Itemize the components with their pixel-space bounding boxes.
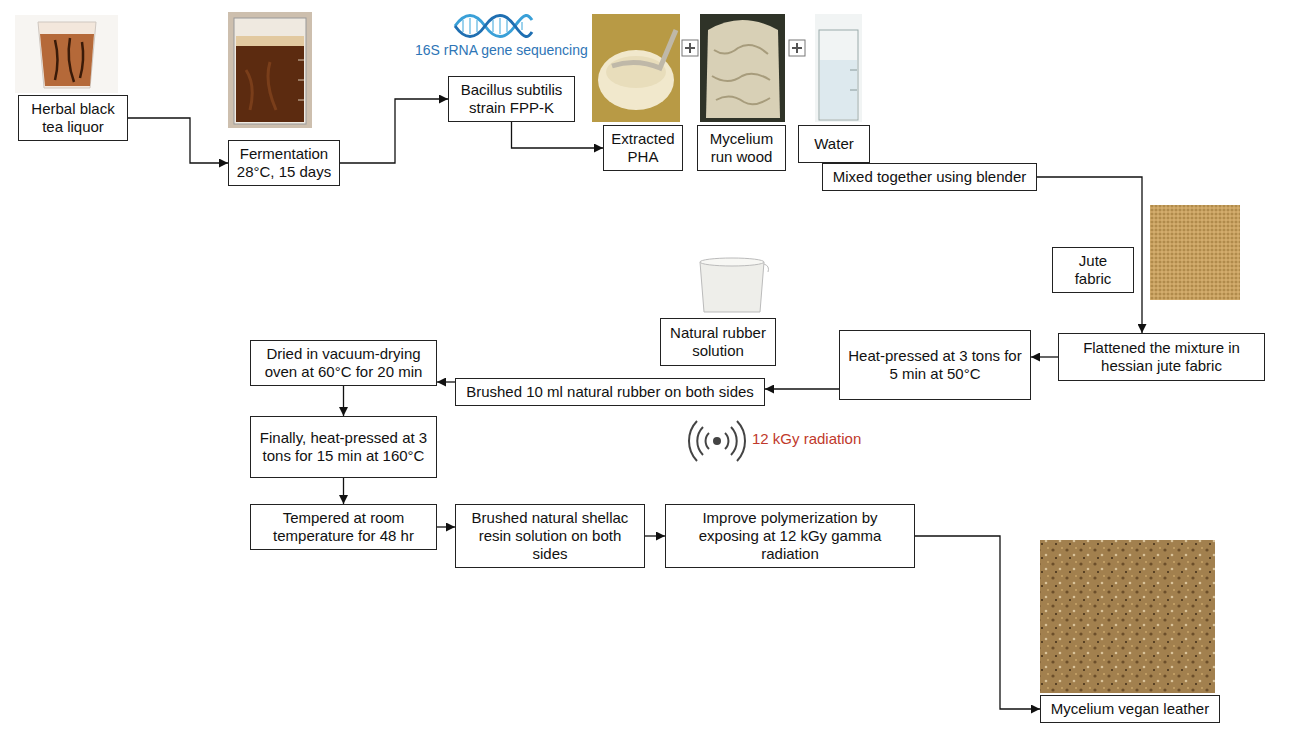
process-box: Flattened the mixture in hessian jute fa… bbox=[1058, 333, 1265, 381]
process-box: Brushed 10 ml natural rubber on both sid… bbox=[455, 378, 765, 406]
box-text: Bacillus subtilis strain FPP-K bbox=[455, 81, 568, 117]
box-text: Mycelium run wood bbox=[704, 130, 779, 166]
process-box: Mycelium vegan leather bbox=[1040, 695, 1220, 723]
plus-symbol bbox=[789, 40, 805, 56]
process-box: Jute fabric bbox=[1052, 247, 1134, 293]
box-text: Finally, heat-pressed at 3 tons for 15 m… bbox=[257, 429, 430, 465]
flow-arrow bbox=[128, 118, 228, 163]
box-text: Mycelium vegan leather bbox=[1051, 700, 1209, 718]
process-box: Bacillus subtilis strain FPP-K bbox=[448, 76, 575, 122]
rubber-beaker-photo bbox=[700, 258, 769, 312]
mycelium-wood-photo bbox=[700, 14, 785, 122]
process-box: Extracted PHA bbox=[603, 125, 683, 171]
flow-arrow bbox=[437, 381, 455, 382]
box-text: Improve polymerization by exposing at 12… bbox=[672, 509, 908, 563]
dna-icon bbox=[455, 15, 532, 36]
leather-photo bbox=[1040, 540, 1215, 693]
process-box: Finally, heat-pressed at 3 tons for 15 m… bbox=[250, 416, 437, 478]
box-text: Herbal black tea liquor bbox=[25, 100, 121, 136]
process-box: Brushed natural shellac resin solution o… bbox=[455, 504, 645, 568]
box-text: Jute fabric bbox=[1059, 252, 1127, 288]
flow-arrow bbox=[340, 99, 448, 163]
box-text: Dried in vacuum-drying oven at 60°C for … bbox=[257, 345, 430, 381]
box-text: Water bbox=[814, 135, 853, 153]
flow-arrow bbox=[343, 386, 344, 416]
flow-arrow bbox=[1037, 177, 1142, 333]
process-box: Fermentation 28°C, 15 days bbox=[228, 140, 340, 186]
pha-photo bbox=[592, 14, 680, 122]
box-text: Brushed natural shellac resin solution o… bbox=[462, 509, 638, 563]
radiation-icon bbox=[689, 421, 745, 461]
process-box: Dried in vacuum-drying oven at 60°C for … bbox=[250, 340, 437, 386]
annotation-label: 12 kGy radiation bbox=[752, 430, 861, 448]
box-text: Brushed 10 ml natural rubber on both sid… bbox=[466, 383, 754, 401]
flow-arrow bbox=[1031, 356, 1058, 357]
box-text: Fermentation 28°C, 15 days bbox=[235, 145, 333, 181]
process-box: Herbal black tea liquor bbox=[18, 95, 128, 141]
water-beaker-photo bbox=[815, 14, 862, 122]
box-text: Mixed together using blender bbox=[833, 168, 1026, 186]
box-text: Extracted PHA bbox=[610, 130, 676, 166]
process-box: Improve polymerization by exposing at 12… bbox=[665, 504, 915, 568]
box-text: Heat-pressed at 3 tons for 5 min at 50°C bbox=[846, 347, 1024, 383]
jute-fabric-photo bbox=[1150, 205, 1240, 300]
process-box: Heat-pressed at 3 tons for 5 min at 50°C bbox=[839, 330, 1031, 400]
process-box: Mixed together using blender bbox=[822, 163, 1037, 191]
flow-arrow bbox=[765, 388, 839, 389]
process-box: Tempered at room temperature for 48 hr bbox=[250, 504, 437, 550]
flow-arrow bbox=[915, 536, 1040, 709]
process-box: Natural rubber solution bbox=[660, 318, 776, 366]
flow-arrow bbox=[343, 478, 344, 504]
process-box: Mycelium run wood bbox=[697, 125, 786, 171]
box-text: Flattened the mixture in hessian jute fa… bbox=[1065, 339, 1258, 375]
flow-arrow bbox=[437, 526, 455, 527]
flow-arrow bbox=[512, 122, 604, 148]
process-box: Water bbox=[798, 125, 870, 163]
annotation-label: 16S rRNA gene sequencing bbox=[415, 42, 588, 59]
flow-arrow bbox=[645, 535, 665, 536]
box-text: Tempered at room temperature for 48 hr bbox=[257, 509, 430, 545]
plus-symbol bbox=[682, 40, 698, 56]
tea-glass-photo bbox=[15, 15, 118, 93]
box-text: Natural rubber solution bbox=[667, 324, 769, 360]
fermentation-photo bbox=[228, 12, 312, 128]
